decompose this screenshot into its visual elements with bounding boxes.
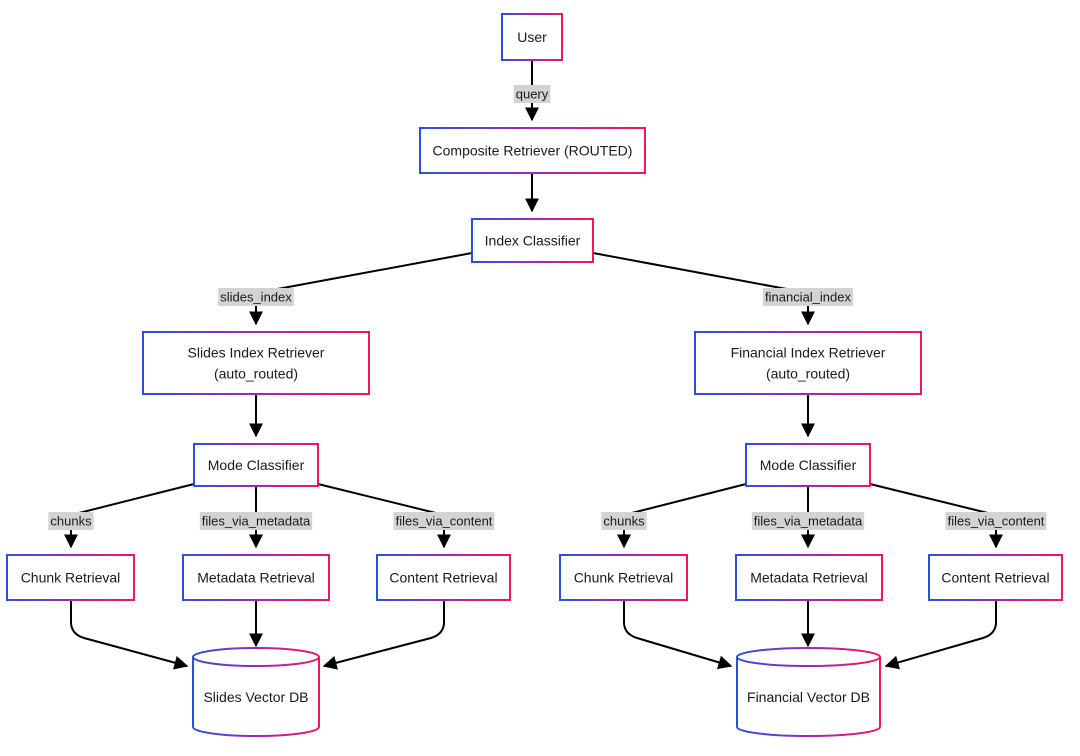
node-label: Content Retrieval bbox=[941, 570, 1049, 586]
slides-vector-db-node: Slides Vector DB bbox=[192, 647, 320, 737]
slides-chunk-retrieval-node: Chunk Retrieval bbox=[6, 554, 135, 601]
node-label: Financial Index Retriever bbox=[731, 345, 886, 361]
node-box bbox=[182, 554, 330, 601]
node-box bbox=[193, 443, 319, 487]
node-label: Slides Vector DB bbox=[203, 689, 308, 705]
edge-financial-content-to-db bbox=[884, 600, 997, 670]
index-classifier-node: Index Classifier bbox=[471, 218, 594, 263]
edge-label-background bbox=[48, 512, 94, 530]
slides-metadata-retrieval-node: Metadata Retrieval bbox=[182, 554, 330, 601]
edges-layer bbox=[64, 60, 1003, 670]
financial-vector-db-node: Financial Vector DB bbox=[736, 647, 881, 737]
node-box bbox=[928, 554, 1063, 601]
node-label: User bbox=[517, 29, 547, 45]
edge-label-background bbox=[513, 85, 551, 103]
node-label: Mode Classifier bbox=[760, 457, 857, 473]
edge-label-background bbox=[601, 512, 647, 530]
node-label: Mode Classifier bbox=[208, 457, 305, 473]
edge-label-text: chunks bbox=[603, 514, 645, 529]
edge-financial-chunk-to-db bbox=[623, 600, 733, 670]
slides-mode-classifier-node: Mode Classifier bbox=[193, 443, 319, 487]
edge-label-background bbox=[762, 288, 854, 306]
edge-label-text: files_via_metadata bbox=[754, 514, 863, 529]
node-label: Metadata Retrieval bbox=[750, 570, 868, 586]
edge-slides-content-to-db bbox=[322, 600, 445, 670]
node-label: Content Retrieval bbox=[389, 570, 497, 586]
financial-chunk-retrieval-node: Chunk Retrieval bbox=[559, 554, 688, 601]
node-box bbox=[142, 331, 370, 395]
edge-label-slides-files-via-content: files_via_content bbox=[393, 512, 495, 530]
financial-mode-classifier-node: Mode Classifier bbox=[745, 443, 871, 487]
database-cylinder-body bbox=[736, 647, 881, 737]
node-box bbox=[376, 554, 511, 601]
edge-label-slides-files-via-metadata: files_via_metadata bbox=[199, 512, 313, 530]
edge-label-text: query bbox=[516, 87, 549, 102]
edge-label-slides-index: slides_index bbox=[218, 288, 294, 306]
edge-label-text: chunks bbox=[50, 514, 92, 529]
node-label: (auto_routed) bbox=[766, 366, 850, 382]
database-cylinder-top bbox=[192, 656, 320, 667]
edge-label-background bbox=[218, 288, 294, 306]
node-box bbox=[694, 331, 922, 395]
edge-label-background bbox=[945, 512, 1047, 530]
database-cylinder-body bbox=[192, 647, 320, 737]
node-label: Composite Retriever (ROUTED) bbox=[433, 143, 633, 159]
edge-label-financial-files-via-metadata: files_via_metadata bbox=[751, 512, 865, 530]
edge-label-financial-index: financial_index bbox=[762, 288, 854, 306]
node-label: Financial Vector DB bbox=[747, 689, 870, 705]
financial-index-retriever-node: Financial Index Retriever (auto_routed) bbox=[694, 331, 922, 395]
node-label: Chunk Retrieval bbox=[574, 570, 674, 586]
edge-label-text: files_via_content bbox=[948, 514, 1045, 529]
node-box bbox=[419, 127, 646, 174]
edge-label-background bbox=[199, 512, 313, 530]
node-label: Metadata Retrieval bbox=[197, 570, 315, 586]
edge-label-text: files_via_content bbox=[396, 514, 493, 529]
node-label: Slides Index Retriever bbox=[188, 345, 325, 361]
edge-label-text: files_via_metadata bbox=[202, 514, 311, 529]
node-label: Chunk Retrieval bbox=[21, 570, 121, 586]
slides-content-retrieval-node: Content Retrieval bbox=[376, 554, 511, 601]
node-box bbox=[471, 218, 594, 263]
edge-label-query: query bbox=[513, 85, 551, 103]
edge-label-financial-chunks: chunks bbox=[601, 512, 647, 530]
edge-label-slides-chunks: chunks bbox=[48, 512, 94, 530]
node-box bbox=[6, 554, 135, 601]
edge-label-text: slides_index bbox=[220, 290, 292, 305]
node-box bbox=[735, 554, 883, 601]
database-cylinder-top bbox=[736, 656, 881, 667]
edge-label-financial-files-via-content: files_via_content bbox=[945, 512, 1047, 530]
node-box bbox=[559, 554, 688, 601]
financial-metadata-retrieval-node: Metadata Retrieval bbox=[735, 554, 883, 601]
edge-label-text: financial_index bbox=[765, 290, 852, 305]
slides-index-retriever-node: Slides Index Retriever (auto_routed) bbox=[142, 331, 370, 395]
financial-content-retrieval-node: Content Retrieval bbox=[928, 554, 1063, 601]
edge-slides-chunk-to-db bbox=[70, 600, 189, 670]
node-box bbox=[501, 13, 563, 61]
node-box bbox=[745, 443, 871, 487]
edge-label-background bbox=[393, 512, 495, 530]
node-label: Index Classifier bbox=[485, 233, 581, 249]
edge-label-background bbox=[751, 512, 865, 530]
node-label: (auto_routed) bbox=[214, 366, 298, 382]
user-node: User bbox=[501, 13, 563, 61]
composite-retriever-node: Composite Retriever (ROUTED) bbox=[419, 127, 646, 174]
